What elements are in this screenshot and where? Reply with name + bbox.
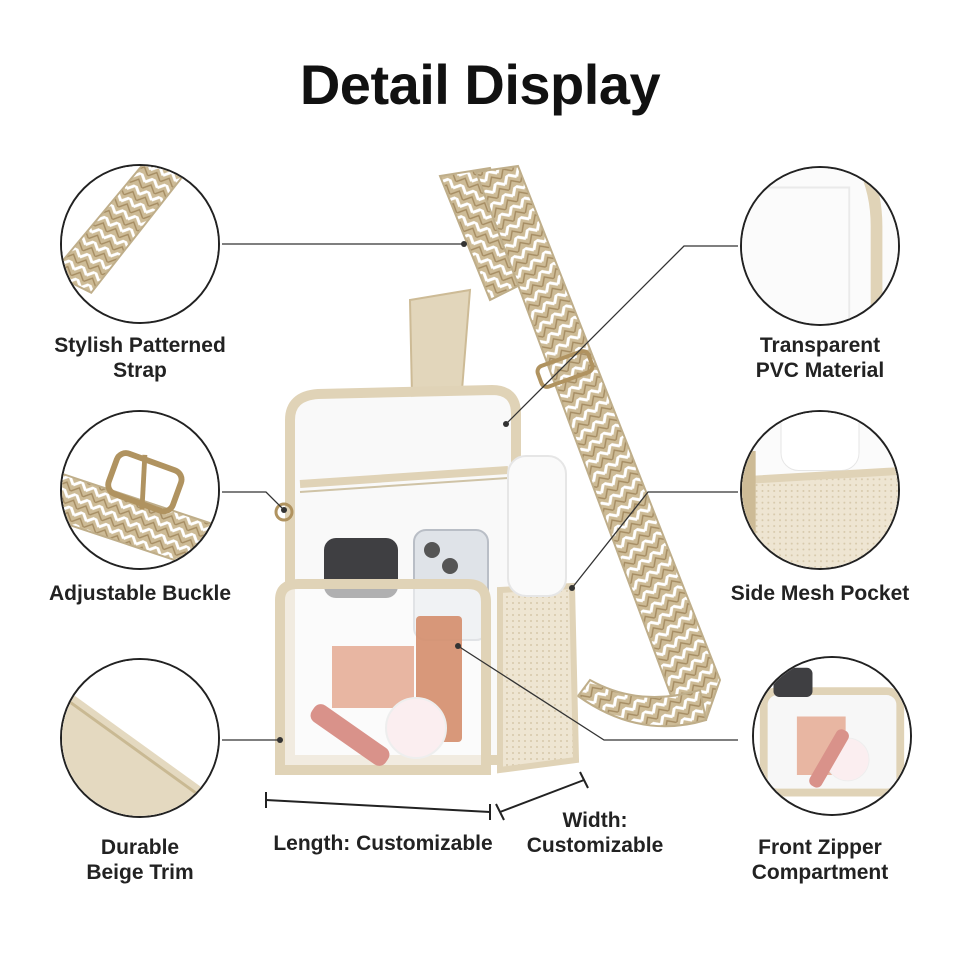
balm: [385, 697, 447, 759]
mesh-label: Side Mesh Pocket: [730, 582, 910, 605]
side-mesh-pocket: [497, 582, 580, 774]
leader-buckle: [222, 491, 285, 511]
pvc-detail-circle: [740, 166, 900, 326]
strap-leather-tab: [408, 288, 472, 398]
width-label: Width:Customizable: [526, 809, 664, 857]
length-label: Length: Customizable: [273, 832, 493, 855]
length-dimension: [265, 792, 491, 820]
leader-mesh: [571, 491, 738, 589]
strap-lower: [576, 678, 708, 728]
strap-diagonal: [474, 164, 722, 721]
strap-slider-buckle: [535, 349, 595, 389]
leader-pvc: [505, 245, 738, 425]
page-title: Detail Display: [299, 53, 661, 116]
bottle: [507, 455, 567, 597]
buckle-detail-circle: [60, 410, 220, 570]
lip-gloss: [310, 704, 390, 766]
trim-detail-circle: [60, 658, 220, 818]
width-dimension: [495, 771, 589, 821]
strap-detail-circle: [60, 164, 220, 324]
mesh-detail-circle: [740, 410, 900, 570]
compact: [332, 646, 414, 708]
buckle-label: Adjustable Buckle: [48, 582, 232, 605]
pocket-detail-circle: [752, 656, 912, 816]
bag-top-zipper: [299, 466, 509, 488]
leader-pocket: [457, 645, 738, 741]
zipper-pull: [274, 502, 294, 522]
